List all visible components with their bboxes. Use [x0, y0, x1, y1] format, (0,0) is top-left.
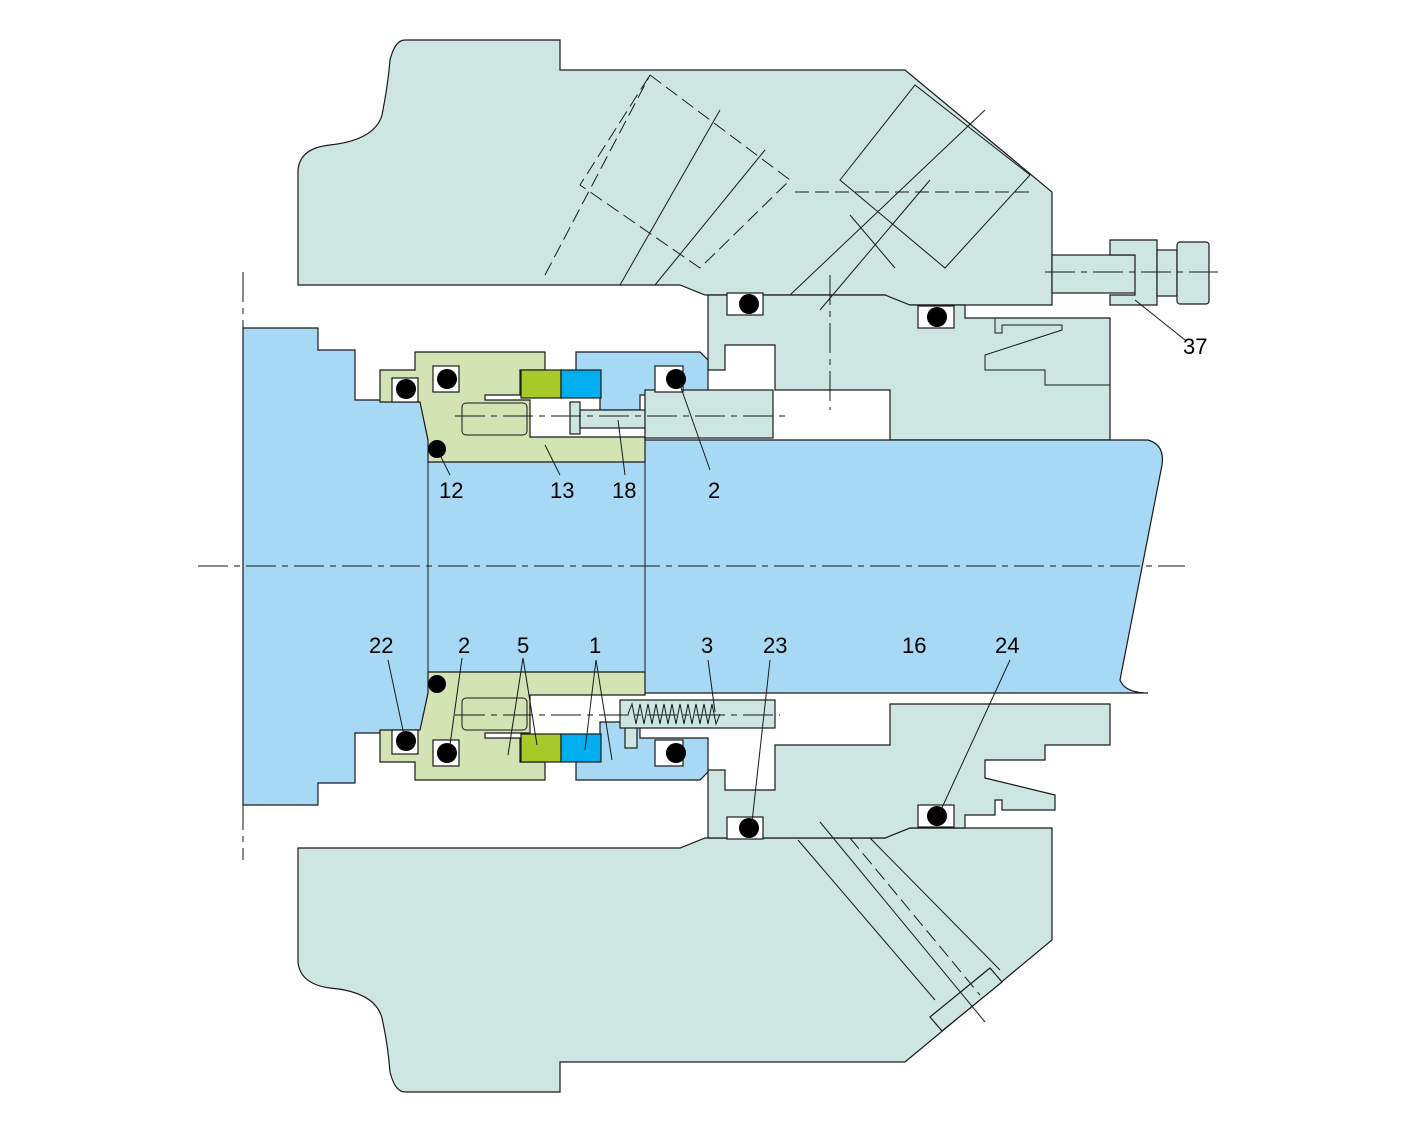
- label-12: 12: [439, 478, 463, 503]
- label-24: 24: [995, 633, 1019, 658]
- label-1: 1: [589, 633, 601, 658]
- lower-face-blue: [560, 733, 602, 763]
- o-ring-icon: [428, 440, 446, 458]
- lower-face-green: [520, 733, 562, 763]
- o-ring-icon: [666, 743, 686, 763]
- label-3: 3: [701, 633, 713, 658]
- adjusting-bolt: [1051, 239, 1210, 306]
- lower-housing: [297, 827, 1053, 1093]
- o-ring-icon: [927, 307, 947, 327]
- label-5: 5: [517, 633, 529, 658]
- label-23: 23: [763, 633, 787, 658]
- o-ring-icon: [396, 379, 416, 399]
- o-ring-icon: [437, 743, 457, 763]
- o-ring-icon: [739, 818, 759, 838]
- leader-lines: [387, 299, 1186, 823]
- gland-groove-upper: [965, 317, 1110, 386]
- upper-face-blue: [560, 369, 602, 399]
- o-rings: [391, 292, 955, 840]
- o-ring-icon: [666, 369, 686, 389]
- label-16: 16: [902, 633, 926, 658]
- label-2-top: 2: [708, 478, 720, 503]
- o-ring-icon: [927, 806, 947, 826]
- o-ring-icon: [428, 675, 446, 693]
- label-13: 13: [550, 478, 574, 503]
- o-ring-icon: [437, 369, 457, 389]
- spring-icon: [627, 702, 721, 726]
- construction-lines: [198, 74, 1218, 1023]
- o-ring-icon: [396, 731, 416, 751]
- upper-face-green: [520, 369, 562, 399]
- o-ring-icon: [739, 294, 759, 314]
- label-37: 37: [1183, 334, 1207, 359]
- lower-gland: [707, 703, 1111, 839]
- label-2-bottom: 2: [458, 633, 470, 658]
- label-22: 22: [369, 633, 393, 658]
- label-18: 18: [612, 478, 636, 503]
- upper-housing: [297, 39, 1053, 306]
